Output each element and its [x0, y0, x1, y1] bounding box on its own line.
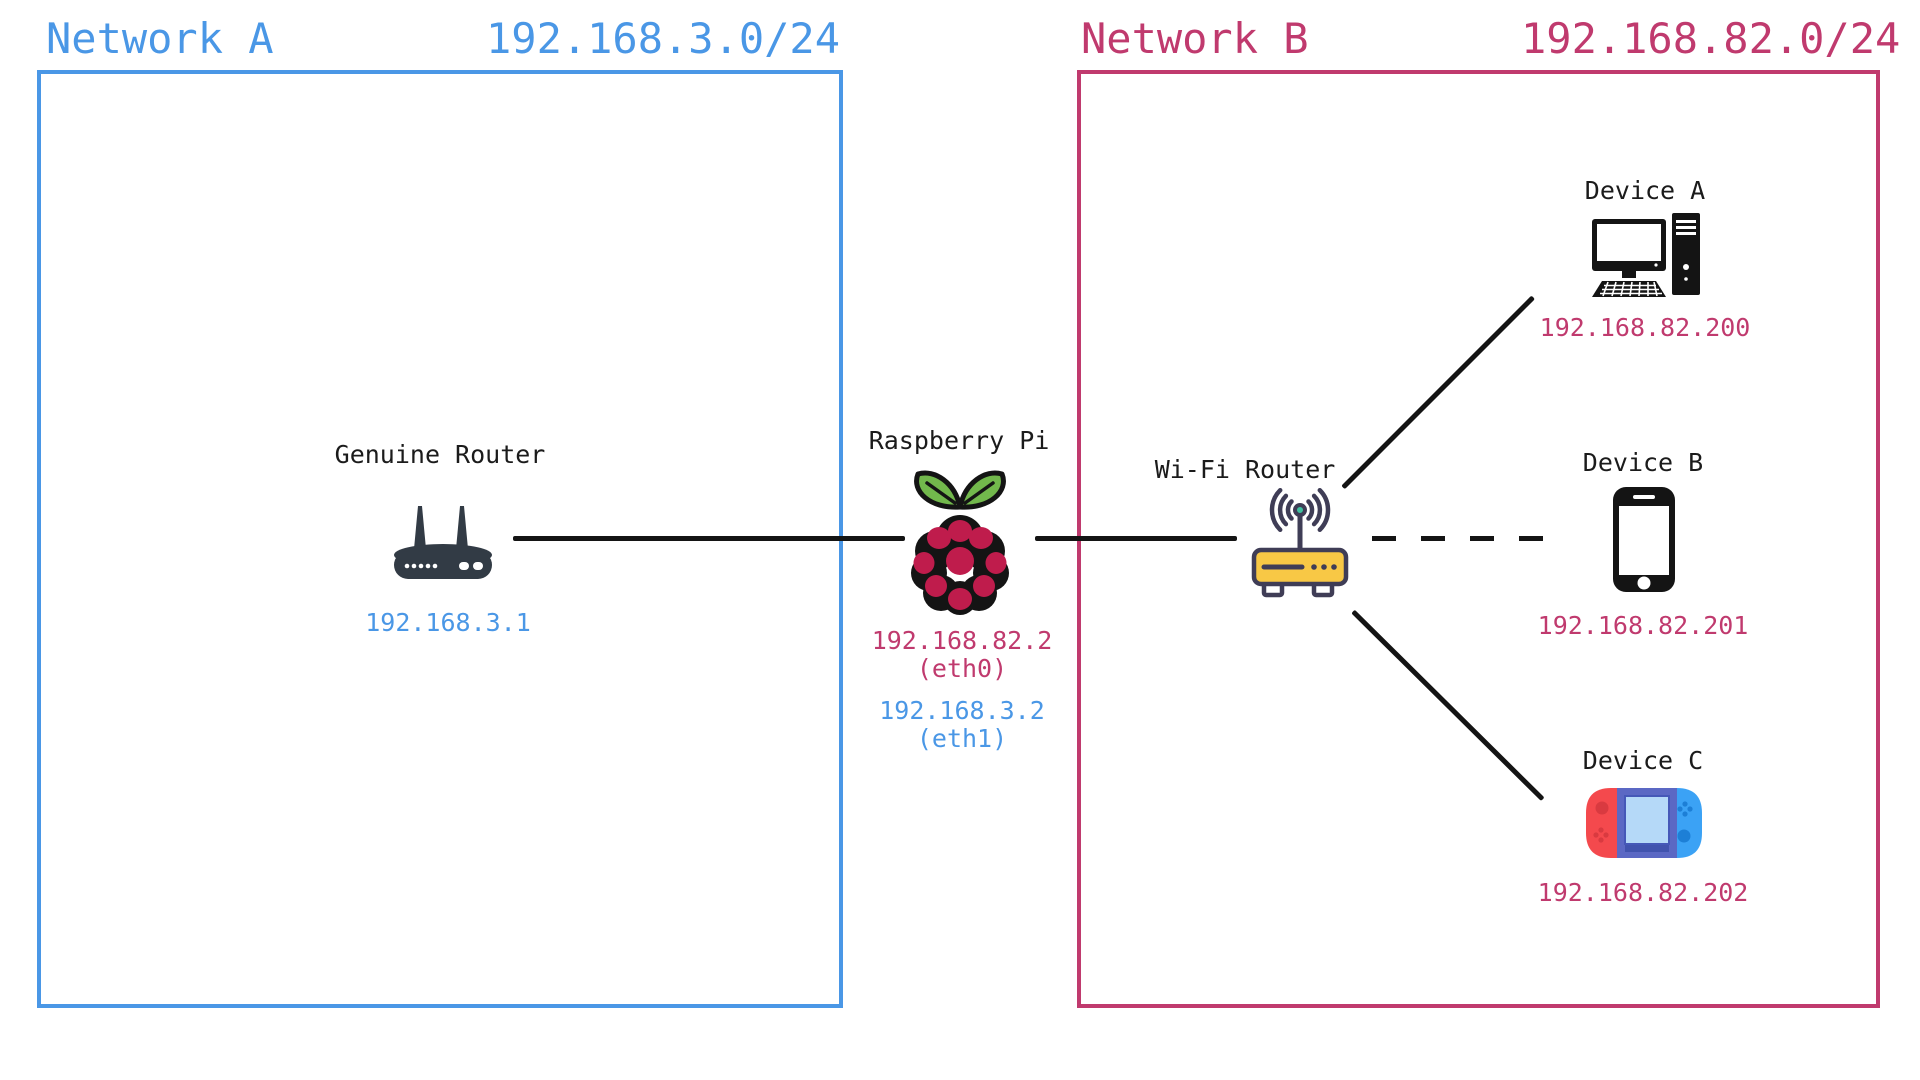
wifi-router-icon [1240, 486, 1360, 598]
raspberry-pi-eth0-name: (eth0) [916, 654, 1008, 683]
raspberry-pi-eth1-name: (eth1) [916, 724, 1008, 753]
device-b-label: Device B [1582, 448, 1704, 477]
network-a-title: Network A [46, 14, 274, 63]
wifi-router-label: Wi-Fi Router [1154, 455, 1336, 484]
game-console-icon [1586, 788, 1702, 858]
genuine-router-label: Genuine Router [334, 440, 546, 469]
desktop-computer-icon [1592, 213, 1700, 297]
device-a-ip: 192.168.82.200 [1539, 313, 1751, 342]
router-icon [393, 503, 493, 581]
link-router-to-pi [513, 536, 905, 541]
link-wifi-to-device-b-dashed [1372, 536, 1544, 541]
link-pi-to-wifi-router [1035, 536, 1237, 541]
device-a-label: Device A [1584, 176, 1706, 205]
raspberry-pi-eth0-ip: 192.168.82.2 [871, 626, 1053, 655]
genuine-router-ip: 192.168.3.1 [365, 608, 531, 637]
raspberry-pi-label: Raspberry Pi [868, 426, 1050, 455]
network-b-title: Network B [1081, 14, 1309, 63]
smartphone-icon [1613, 487, 1675, 592]
network-b-cidr: 192.168.82.0/24 [1521, 14, 1901, 63]
raspberry-pi-eth1-ip: 192.168.3.2 [879, 696, 1045, 725]
device-c-ip: 192.168.82.202 [1537, 878, 1749, 907]
raspberry-pi-icon [903, 461, 1017, 617]
device-b-ip: 192.168.82.201 [1537, 611, 1749, 640]
device-c-label: Device C [1582, 746, 1704, 775]
network-a-cidr: 192.168.3.0/24 [486, 14, 841, 63]
